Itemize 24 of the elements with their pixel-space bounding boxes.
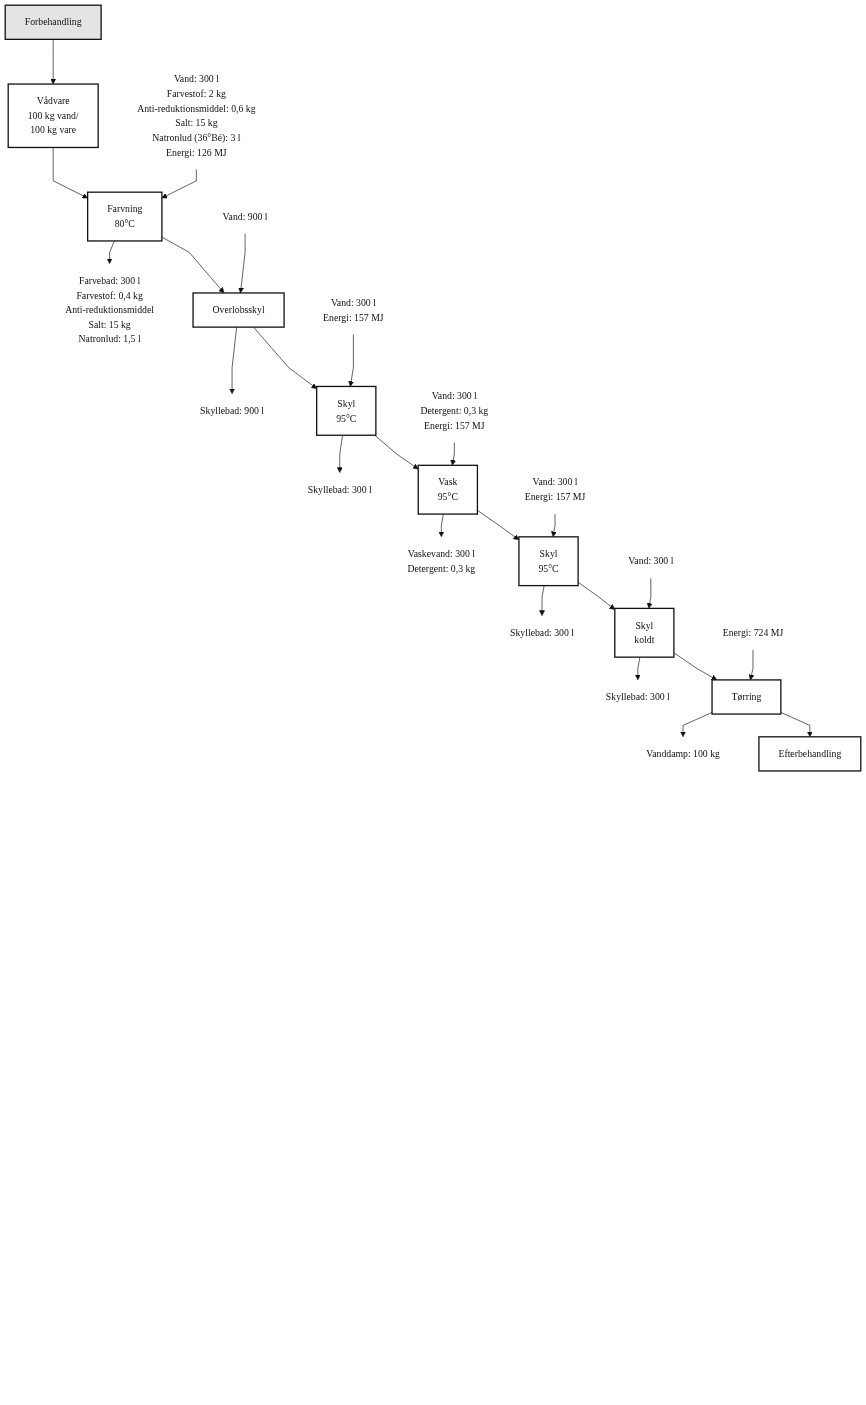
node-text: Skyllebad: 900 l	[200, 405, 265, 416]
node-text: Vand: 900 l	[222, 211, 268, 222]
node-text: Skyllebad: 300 l	[307, 484, 372, 495]
node-text: Skyllebad: 300 l	[605, 691, 670, 703]
node-text: Vanddamp: 100 kg	[646, 748, 720, 759]
node-text: Skyllebad: 300 l	[510, 627, 574, 638]
node-box: Vask 95°C	[417, 464, 479, 515]
node-text: Vaskevand: 300 l Detergent: 0,3 kg	[407, 548, 476, 574]
node-text: Vand: 300 l Farvestof: 2 kg Anti-reduktionsmiddel: 0,6 kg Salt: 15 kg Natronlud (36°Bé): 3 l Energi: 126 MJ	[137, 73, 256, 158]
node-box: Skyl koldt	[614, 607, 675, 658]
node-box: Skyl 95°C	[518, 536, 579, 587]
node-text: Vand: 300 l Detergent: 0,3 kg Energi: 157 MJ	[420, 390, 489, 431]
node-box: Overlobsskyl	[192, 292, 285, 328]
node-box: Efterbehandling	[758, 736, 862, 772]
node-text: Energi: 724 MJ	[722, 627, 784, 638]
node-text: Vand: 300 l Energi: 157 MJ	[524, 477, 586, 503]
node-text: Farvebad: 300 l Farvestof: 0,4 kg Anti-reduktionsmiddel Salt: 15 kg Natronlud: 1,5 l	[65, 275, 155, 345]
node-box: Farvning 80°C	[87, 191, 163, 242]
node-text: Vand: 300 l Energi: 157 MJ	[323, 297, 384, 323]
node-text: Vand: 300 l	[628, 555, 674, 567]
node-box: Forbehandling	[4, 4, 102, 40]
node-box: Skyl 95°C	[316, 385, 377, 436]
node-box: Vådvare 100 kg vand/ 100 kg vare	[7, 83, 99, 149]
node-box: Tørring	[711, 679, 782, 715]
